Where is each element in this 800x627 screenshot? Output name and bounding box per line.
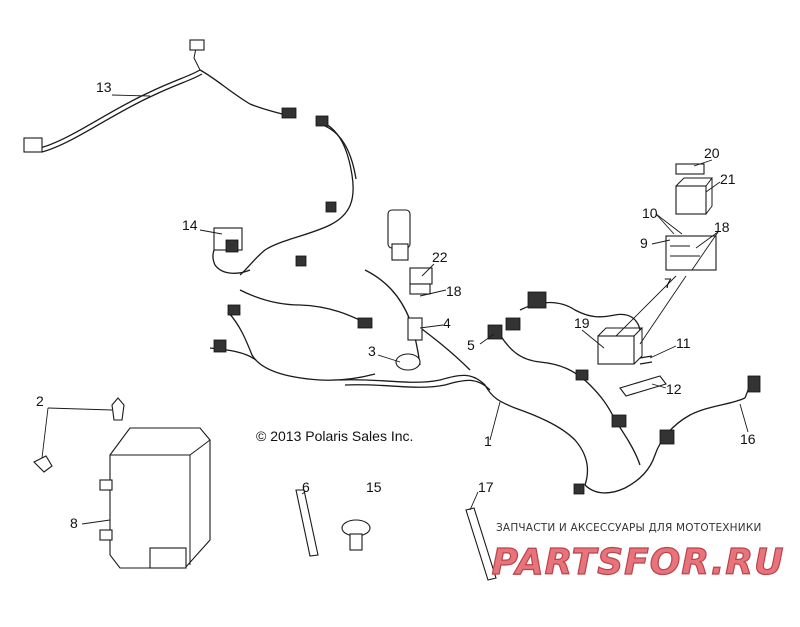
watermark-subtitle: ЗАПЧАСТИ И АКСЕССУАРЫ ДЛЯ МОТОТЕХНИКИ [496,522,762,534]
cable-tie-6 [295,489,319,557]
cable-tie-17 [465,507,497,581]
callout-2: 2 [36,393,44,409]
callout-8: 8 [70,515,78,531]
callout-20: 20 [704,145,720,161]
watermark-logo-text: PARTSFOR.RU [492,542,785,583]
fuse-block-7 [665,235,717,271]
callout-12: 12 [666,381,682,397]
callout-11: 11 [676,335,691,351]
callout-22: 22 [432,249,448,265]
callout-9: 9 [640,235,648,251]
connector-22 [409,267,433,295]
callout-1: 1 [484,433,492,449]
copyright-text: © 2013 Polaris Sales Inc. [256,428,414,444]
clamp-15 [341,519,371,551]
large-connector [387,209,411,261]
connector-14 [213,227,243,253]
callout-17: 17 [478,479,494,495]
bracket-12 [619,375,667,397]
callout-5: 5 [467,337,475,353]
callout-14: 14 [182,217,198,233]
relay-box-19 [597,327,644,365]
harness-13 [23,39,297,153]
grommet-3 [395,353,421,371]
watermark-logo: PARTSFOR.RU [491,541,785,583]
callout-18-fuse: 18 [714,219,730,235]
callout-18-harness: 18 [446,283,462,299]
callout-15: 15 [366,479,382,495]
callout-13: 13 [96,79,112,95]
cover-21 [675,177,713,215]
callout-7: 7 [664,275,672,291]
callout-19: 19 [574,315,590,331]
label-20 [675,163,705,175]
callout-3: 3 [368,343,376,359]
screws-11 [639,355,653,365]
callout-10: 10 [642,205,658,221]
connector-4 [407,317,423,341]
leader-lines [41,94,749,525]
callout-4: 4 [443,315,451,331]
callout-6: 6 [302,479,310,495]
callout-16: 16 [740,431,756,447]
callout-21: 21 [720,171,736,187]
ecu-8 [99,427,211,569]
